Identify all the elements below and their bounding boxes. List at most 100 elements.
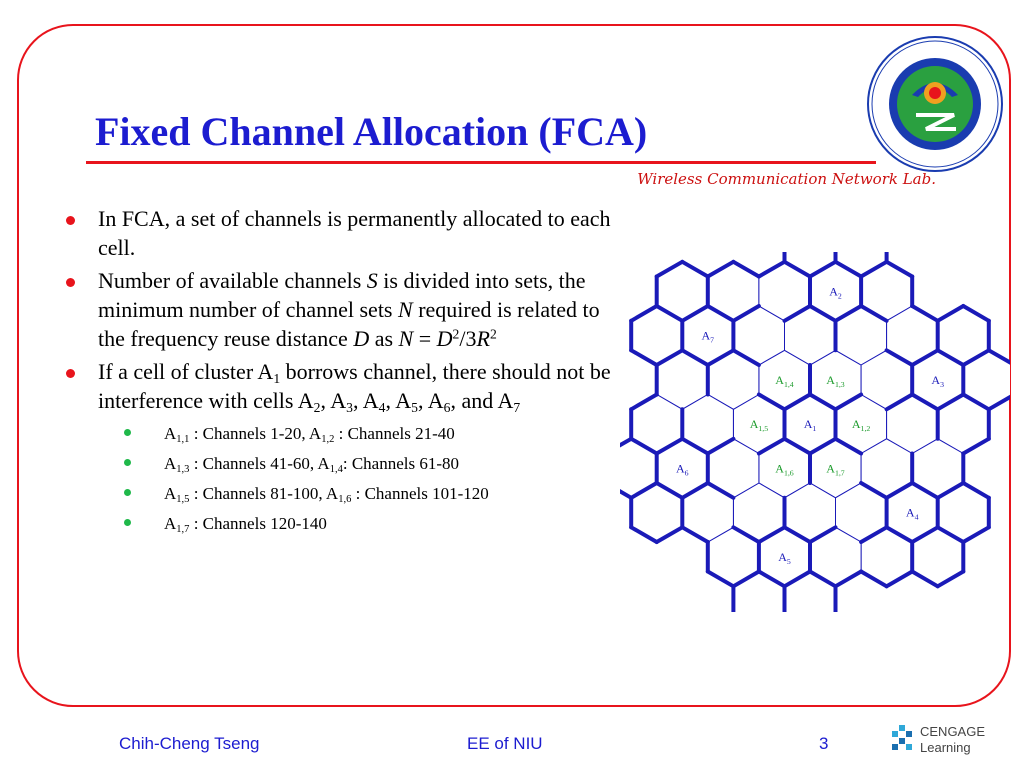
cluster-border-segment	[620, 489, 634, 500]
cluster-border-segment	[808, 569, 838, 589]
cluster-border-segment	[910, 525, 940, 544]
cluster-border-segment	[859, 525, 889, 544]
cluster-border-segment	[884, 569, 915, 589]
cluster-border-segment	[986, 394, 1010, 412]
cluster-border-segment	[731, 525, 761, 544]
cluster-border-segment	[654, 348, 685, 367]
page-title: Fixed Channel Allocation (FCA)	[95, 109, 648, 154]
university-logo-icon	[867, 36, 1003, 172]
cluster-label-a7-sub: 7	[710, 336, 714, 345]
sub-bullet-item: A1,7 : Channels 120-140	[60, 509, 615, 539]
cluster-border-segment	[961, 525, 991, 544]
eq-d: D	[436, 326, 453, 351]
center-cell-label: A1,2	[852, 417, 871, 433]
cluster-label-a7: A7	[702, 329, 715, 345]
cluster-borders	[620, 252, 1010, 612]
sub-text: : Channels 61-80	[342, 454, 460, 473]
sub: 5	[411, 400, 418, 416]
cluster-border-segment	[884, 259, 915, 279]
cluster-border-segment	[833, 392, 864, 412]
bullet-text: In FCA, a set of channels is permanently…	[98, 206, 611, 260]
bullet-text: , and A	[450, 388, 514, 413]
cluster-border-segment	[756, 436, 787, 456]
eq-n: N	[398, 326, 414, 351]
center-cell-label-sub: 1	[812, 424, 816, 433]
sub-bullet-item: A1,1 : Channels 1-20, A1,2 : Channels 21…	[60, 419, 615, 449]
cluster-label-a7-base: A	[702, 329, 711, 343]
cluster-border-segment	[756, 392, 787, 412]
cluster-border-segment	[961, 392, 991, 412]
cluster-border-segment	[629, 348, 659, 367]
cluster-border-segment	[731, 569, 761, 589]
center-cell-label-sub: 1,3	[835, 380, 845, 389]
sub-text: : Channels 120-140	[189, 514, 327, 533]
cluster-border-segment	[935, 304, 966, 323]
center-cell-label-base: A	[775, 373, 784, 387]
center-cell-label-base: A	[852, 417, 861, 431]
bullet-item: Number of available channels S is divide…	[60, 266, 615, 353]
cluster-border-segment	[654, 481, 685, 500]
cluster-border-segment	[782, 569, 812, 589]
sub: 1,4	[329, 464, 343, 476]
sub: 1	[273, 371, 281, 387]
cluster-border-segment	[935, 569, 966, 589]
cluster-border-segment	[705, 436, 736, 456]
brand-bottom: Learning	[920, 740, 971, 755]
cluster-border-segment	[680, 259, 710, 279]
cluster-border-segment	[654, 525, 685, 544]
cluster-border-segment	[961, 348, 991, 367]
cluster-border-segment	[859, 259, 889, 279]
cluster-label-a3-base: A	[931, 373, 940, 387]
center-cell-label: A1,3	[826, 373, 845, 389]
cluster-border-segment	[782, 259, 812, 279]
cluster-border-segment	[782, 304, 812, 323]
cluster-border-segment	[935, 392, 966, 412]
sub: 1,6	[338, 494, 352, 506]
bullet-dot	[66, 216, 75, 225]
sub-text: A	[164, 424, 177, 443]
cluster-label-a4-sub: 4	[915, 513, 919, 522]
sub: 1,1	[176, 434, 190, 446]
cluster-border-segment	[833, 259, 864, 279]
cluster-border-segment	[620, 436, 634, 448]
bullet-dot	[66, 278, 75, 287]
center-cell-label-sub: 1,2	[861, 424, 871, 433]
cluster-border-segment	[859, 569, 889, 589]
cluster-border-segment	[935, 525, 966, 544]
sub: 2	[313, 400, 321, 416]
cluster-border-segment	[910, 348, 940, 367]
cengage-logo: CENGAGE Learning	[892, 724, 985, 755]
center-cell-label-sub: 1,5	[758, 424, 768, 433]
cluster-border-segment	[808, 525, 838, 544]
bullet-text: , A	[385, 388, 412, 413]
sub-bullet-list: A1,1 : Channels 1-20, A1,2 : Channels 21…	[60, 419, 615, 539]
cluster-border-segment	[910, 569, 940, 589]
cluster-border-segment	[884, 525, 915, 544]
cluster-label-a4-base: A	[906, 506, 915, 520]
sub-bullet-dot	[124, 519, 131, 526]
brand-top: CENGAGE	[920, 724, 985, 739]
bullet-item: If a cell of cluster A1 borrows channel,…	[60, 357, 615, 415]
bullet-text: , A	[352, 388, 379, 413]
cluster-label-a2-base: A	[829, 284, 838, 298]
cluster-border-segment	[629, 436, 659, 456]
center-cell-label-base: A	[826, 373, 835, 387]
sub-text: : Channels 81-100, A	[189, 484, 339, 503]
cluster-border-segment	[731, 348, 761, 367]
cluster-border-segment	[680, 304, 710, 323]
bullet-dot	[66, 369, 75, 378]
cluster-border-segment	[782, 436, 812, 456]
sub-bullet-dot	[124, 459, 131, 466]
sub: 7	[513, 400, 521, 416]
cluster-border-segment	[884, 392, 915, 412]
cluster-label-a5-sub: 5	[787, 557, 791, 566]
cluster-border-segment	[808, 304, 838, 323]
cluster-border-segment	[833, 304, 864, 323]
cluster-border-segment	[654, 436, 685, 456]
cluster-border-segment	[731, 304, 761, 323]
cluster-label-a5-base: A	[778, 550, 787, 564]
cluster-border-segment	[731, 259, 761, 279]
cluster-border-segment	[884, 481, 915, 500]
center-cell-label-sub: 1,7	[835, 468, 845, 477]
sub-text: A	[164, 454, 177, 473]
